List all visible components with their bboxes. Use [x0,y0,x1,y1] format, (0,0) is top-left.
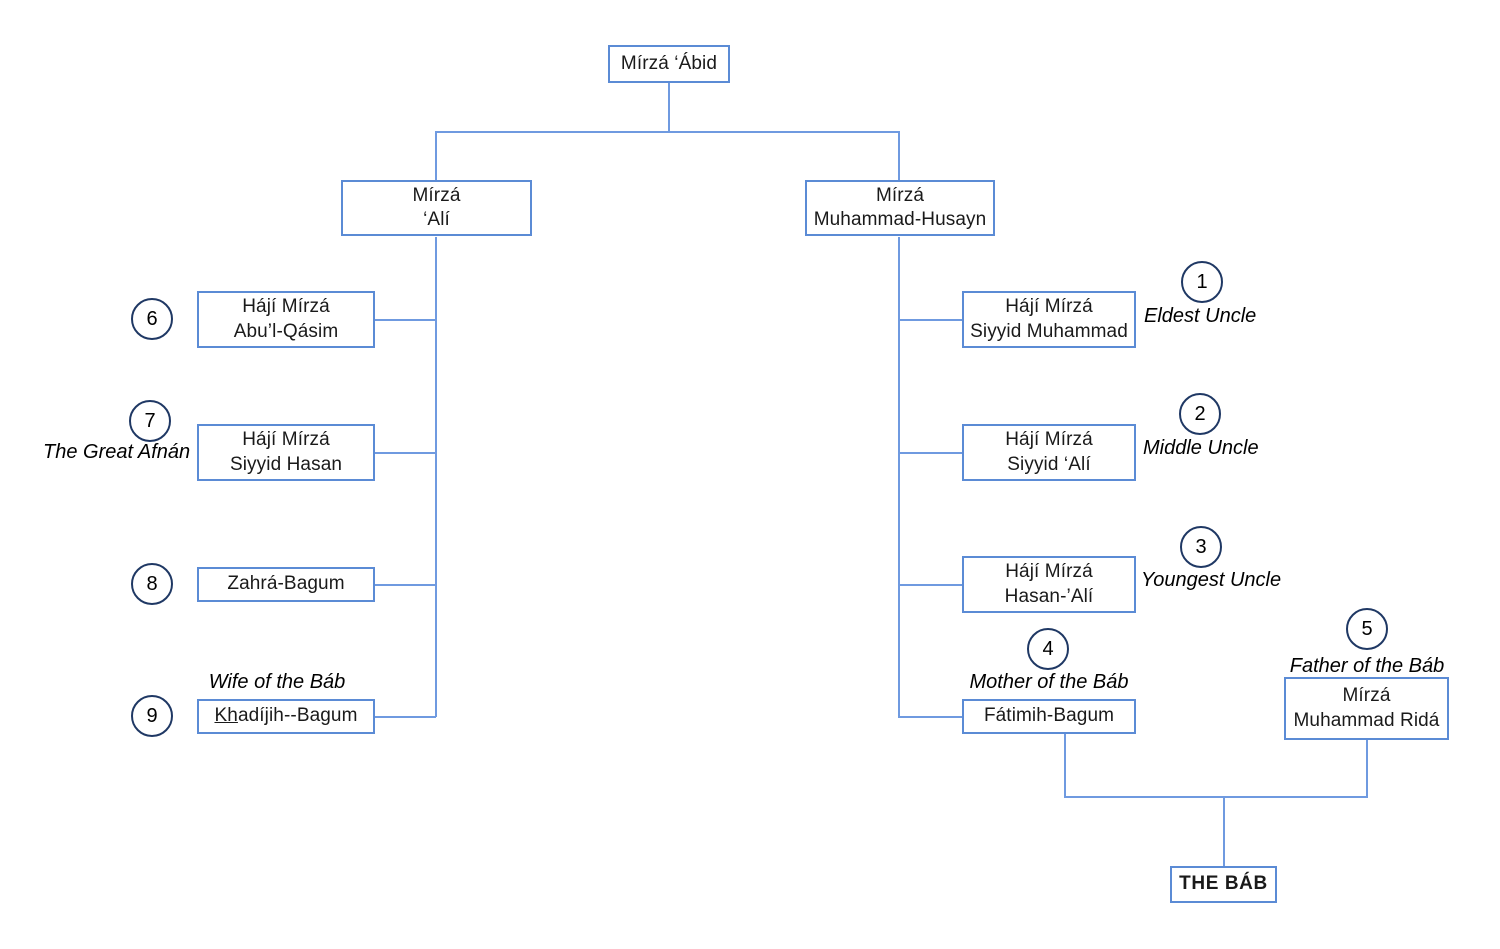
node-line: Muhammad-Husayn [813,209,987,230]
connector-left-branch-4 [375,716,436,718]
marker-5[interactable]: 5 [1346,608,1388,650]
marker-label: 5 [1361,617,1373,640]
caption-youngest-uncle: Youngest Uncle [1141,569,1282,591]
marker-label: 6 [146,307,158,330]
marker-3[interactable]: 3 [1180,526,1222,568]
connector-root-stem [668,81,670,132]
node-line: Mírzá [412,184,461,206]
connector-father-drop [1366,740,1368,797]
caption-mother-of-the-bab: Mother of the Báb [969,671,1129,693]
connector-left-parent-stem [435,131,437,180]
connector-right-branch-1 [898,319,962,321]
node-haji-mirza-siyyid-muhammad[interactable]: Hájí Mírzá Siyyid Muhammad [962,291,1136,348]
node-line: Hasan-’Alí [1004,585,1094,607]
node-line: Muhammad Ridá [1293,709,1440,731]
connector-mother-drop [1064,734,1066,797]
connector-left-trunk [435,237,437,717]
marker-7[interactable]: 7 [129,400,171,442]
node-line: Hájí Mírzá [1005,429,1093,451]
kh-underline: Kh [214,705,238,727]
node-mirza-muhammad-rida[interactable]: Mírzá Muhammad Ridá [1284,677,1449,740]
connector-right-parent-stem [898,131,900,180]
connector-right-branch-3 [898,584,962,586]
node-khadijih-bagum[interactable]: Khadíjih--Bagum [197,699,375,734]
node-line: Mírzá [1342,685,1391,707]
marker-2[interactable]: 2 [1179,393,1221,435]
node-line: Siyyid ‘Alí [1007,453,1091,475]
node-line: Hájí Mírzá [242,429,330,451]
caption-middle-uncle: Middle Uncle [1143,437,1259,459]
node-line-khadijih: Khadíjih--Bagum [214,704,357,728]
marker-label: 9 [146,704,158,727]
node-line: Mírzá [876,184,924,206]
node-fatimih-bagum[interactable]: Fátimih-Bagum [962,699,1136,734]
connector-left-branch-1 [375,319,436,321]
marker-8[interactable]: 8 [131,563,173,605]
node-line: Siyyid Muhammad [970,320,1128,342]
node-haji-mirza-siyyid-hasan[interactable]: Hájí Mírzá Siyyid Hasan [197,424,375,481]
marker-6[interactable]: 6 [131,298,173,340]
node-line: Abu’l-Qásim [233,320,339,342]
caption-wife-of-the-bab: Wife of the Báb [208,671,346,693]
node-line: ‘Alí [423,209,450,230]
connector-bab-stem [1223,796,1225,866]
node-line: Fátimih-Bagum [983,705,1115,727]
connector-marriage-bar [1064,796,1368,798]
caption-eldest-uncle: Eldest Uncle [1144,305,1257,327]
node-line: Siyyid Hasan [229,453,343,475]
marker-label: 8 [146,572,158,595]
connector-right-trunk [898,237,900,717]
node-line: Hájí Mírzá [1005,296,1093,318]
node-haji-mirza-abul-qasim[interactable]: Hájí Mírzá Abu’l-Qásim [197,291,375,348]
node-mirza-ali[interactable]: Mírzá ‘Alí [341,180,532,236]
node-mirza-abid[interactable]: Mírzá ‘Ábid [608,45,730,83]
node-line: Hájí Mírzá [1005,561,1093,583]
marker-label: 4 [1042,637,1054,660]
node-haji-mirza-siyyid-ali[interactable]: Hájí Mírzá Siyyid ‘Alí [962,424,1136,481]
marker-label: 3 [1195,535,1207,558]
caption-the-great-afnan: The Great Afnán [43,441,191,463]
marker-label: 2 [1194,402,1206,425]
node-line: Hájí Mírzá [242,296,330,318]
connector-left-branch-3 [375,584,436,586]
node-line: Zahrá-Bagum [227,573,345,595]
node-line: Mírzá ‘Ábid [620,52,718,74]
connector-left-branch-2 [375,452,436,454]
node-line: THE BÁB [1179,873,1268,895]
node-zahra-bagum[interactable]: Zahrá-Bagum [197,567,375,602]
node-the-bab[interactable]: THE BÁB [1170,866,1277,903]
khadijih-rest: adíjih--Bagum [237,705,358,727]
marker-4[interactable]: 4 [1027,628,1069,670]
node-mirza-muhammad-husayn[interactable]: Mírzá Muhammad-Husayn [805,180,995,236]
connector-right-branch-4 [898,716,962,718]
connector-right-branch-2 [898,452,962,454]
connector-parents-bar [435,131,900,133]
marker-label: 7 [144,409,156,432]
marker-label: 1 [1196,270,1208,293]
caption-father-of-the-bab: Father of the Báb [1289,655,1445,677]
node-haji-mirza-hasan-ali[interactable]: Hájí Mírzá Hasan-’Alí [962,556,1136,613]
marker-9[interactable]: 9 [131,695,173,737]
marker-1[interactable]: 1 [1181,261,1223,303]
